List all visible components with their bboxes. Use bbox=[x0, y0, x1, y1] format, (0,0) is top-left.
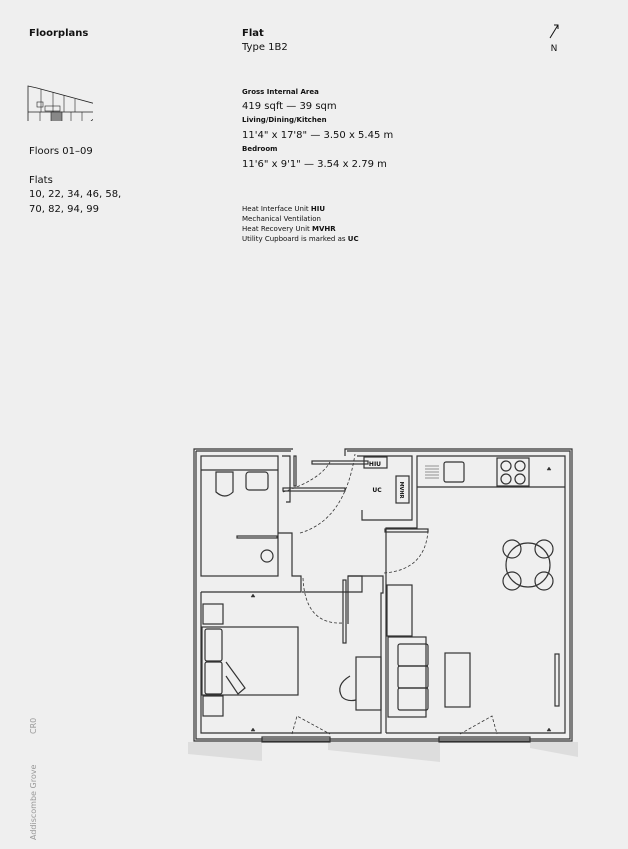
flat-type: Type 1B2 bbox=[242, 42, 288, 53]
building-keyplan bbox=[27, 85, 93, 121]
cabinet bbox=[386, 584, 413, 637]
legend-item: Utility Cupboard is marked as UC bbox=[242, 235, 359, 243]
window bbox=[261, 736, 331, 743]
door-leaf bbox=[236, 535, 278, 539]
sofa bbox=[387, 636, 427, 718]
north-label: N bbox=[550, 44, 558, 54]
north-indicator: N bbox=[546, 22, 562, 54]
flats-label: Flats bbox=[29, 175, 53, 186]
side-table bbox=[202, 695, 224, 717]
chair bbox=[339, 675, 357, 702]
legend: Heat Interface Unit HIU Mechanical Venti… bbox=[242, 204, 359, 244]
hiu-box bbox=[363, 456, 388, 469]
shower-drain bbox=[260, 549, 274, 563]
bed bbox=[201, 626, 299, 696]
dining-table bbox=[505, 542, 551, 588]
bathroom-walls bbox=[200, 455, 279, 577]
north-arrow-icon bbox=[549, 24, 559, 39]
area-value: 11'6" x 9'1" — 3.54 x 2.79 m bbox=[242, 159, 387, 170]
floors-label: Floors 01–09 bbox=[29, 146, 93, 157]
mvhr-label: MVHR bbox=[398, 482, 404, 499]
flat-label: Flat bbox=[242, 28, 264, 39]
legend-item: Mechanical Ventilation bbox=[242, 215, 321, 223]
desk bbox=[355, 656, 382, 711]
flats-list-line1: 10, 22, 34, 46, 58, bbox=[29, 189, 122, 200]
area-label: Bedroom bbox=[242, 145, 278, 153]
uc-label: UC bbox=[372, 487, 382, 494]
door-leaf bbox=[384, 528, 429, 533]
area-label: Gross Internal Area bbox=[242, 88, 319, 96]
legend-item: Heat Recovery Unit MVHR bbox=[242, 225, 336, 233]
toilet bbox=[215, 471, 234, 497]
window bbox=[438, 736, 531, 743]
area-value: 11'4" x 17'8" — 3.50 x 5.45 m bbox=[242, 130, 394, 141]
flats-list-line2: 70, 82, 94, 99 bbox=[29, 204, 99, 215]
balcony-shadows bbox=[188, 742, 578, 762]
hob bbox=[496, 457, 530, 487]
window-side bbox=[554, 653, 560, 707]
mvhr-box bbox=[395, 475, 410, 504]
coffee-table bbox=[444, 652, 471, 708]
area-label: Living/Dining/Kitchen bbox=[242, 116, 327, 124]
door-leaf bbox=[311, 460, 369, 465]
legend-item: Heat Interface Unit HIU bbox=[242, 205, 326, 213]
area-list: Gross Internal Area 419 sqft — 39 sqm Li… bbox=[242, 88, 393, 173]
postcode-label: CR0 bbox=[29, 717, 38, 734]
door-leaf bbox=[282, 487, 346, 492]
sink bbox=[443, 461, 465, 483]
street-label: Addiscombe Grove bbox=[29, 764, 38, 840]
section-title: Floorplans bbox=[29, 28, 89, 39]
area-value: 419 sqft — 39 sqm bbox=[242, 101, 337, 112]
basin bbox=[245, 471, 269, 491]
hiu-label: HIU bbox=[369, 461, 381, 468]
door-leaf bbox=[342, 579, 347, 644]
side-table bbox=[202, 603, 224, 625]
